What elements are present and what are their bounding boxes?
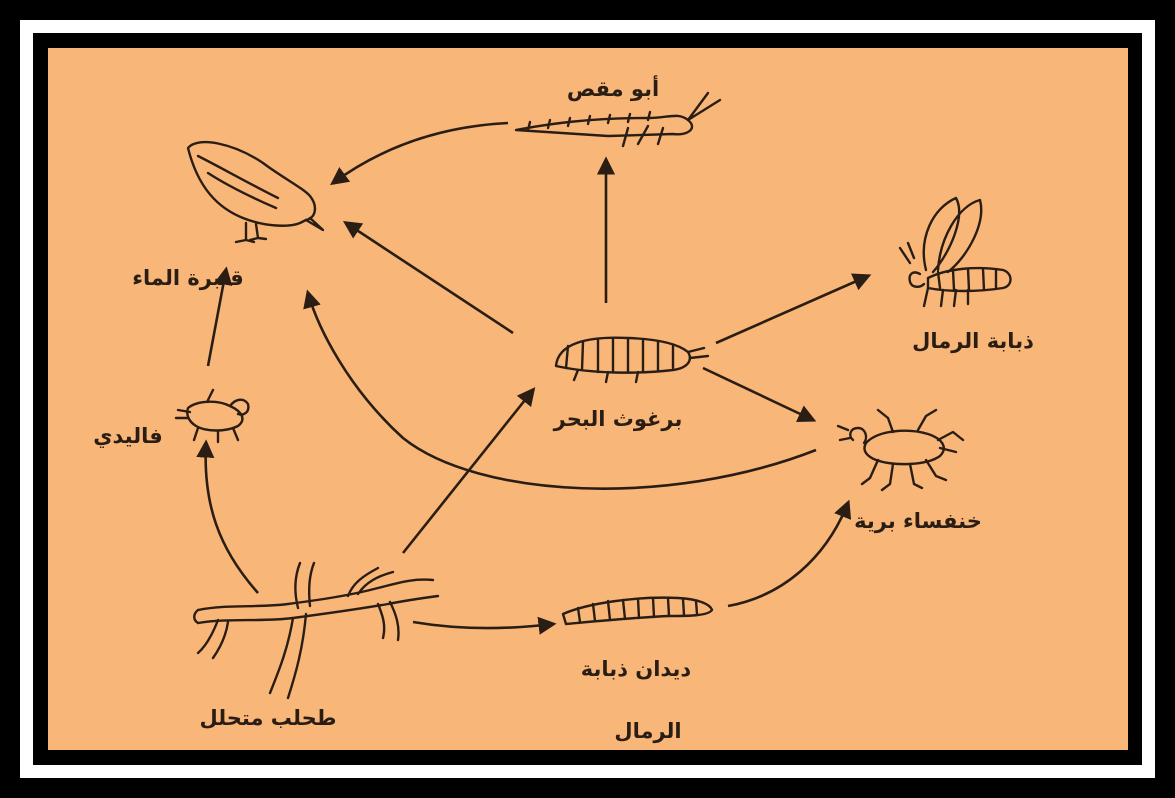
edge-beetle-to-bird xyxy=(303,289,817,490)
label-sand-fly: ذبابة الرمال xyxy=(912,329,1034,353)
edge-seaweed-to-faleedi xyxy=(196,439,259,594)
edge-seaflea-to-bird xyxy=(342,220,514,335)
fly-icon xyxy=(898,196,1012,308)
seaweed-icon xyxy=(193,561,440,700)
edge-seaflea-to-sandfly xyxy=(715,273,872,345)
label-sea-flea: برغوث البحر xyxy=(553,407,683,431)
larva-icon xyxy=(561,596,714,626)
food-web-diagram: قنبرة الماء أبو مقص ذبابة الرمال برغوث ا… xyxy=(48,48,1128,750)
edge-seaweed-to-seaflea xyxy=(401,387,536,554)
sea-flea-icon xyxy=(554,336,710,384)
faleedi-icon xyxy=(174,388,250,444)
label-larvae-line2: الرمال xyxy=(614,719,681,743)
earwig-icon xyxy=(514,91,722,148)
label-water-bird: قنبرة الماء xyxy=(132,266,243,290)
edge-faleedi-to-bird xyxy=(206,266,233,367)
label-beetle: خنفساء برية xyxy=(854,509,982,533)
edge-larvae-to-beetle xyxy=(727,499,852,608)
label-seaweed: طحلب متحلل xyxy=(199,706,336,730)
label-larvae: ديدان ذبابة xyxy=(581,657,692,681)
edge-earwig-to-bird xyxy=(330,121,509,186)
label-faleedi: فاليدي xyxy=(93,424,162,449)
bird-icon xyxy=(186,140,325,244)
food-web-svg: قنبرة الماء أبو مقص ذبابة الرمال برغوث ا… xyxy=(93,74,1034,743)
label-earwig: أبو مقص xyxy=(567,74,659,101)
edge-seaweed-to-larvae xyxy=(412,616,557,635)
edge-seaflea-to-beetle xyxy=(702,366,817,423)
beetle-icon xyxy=(836,408,965,492)
